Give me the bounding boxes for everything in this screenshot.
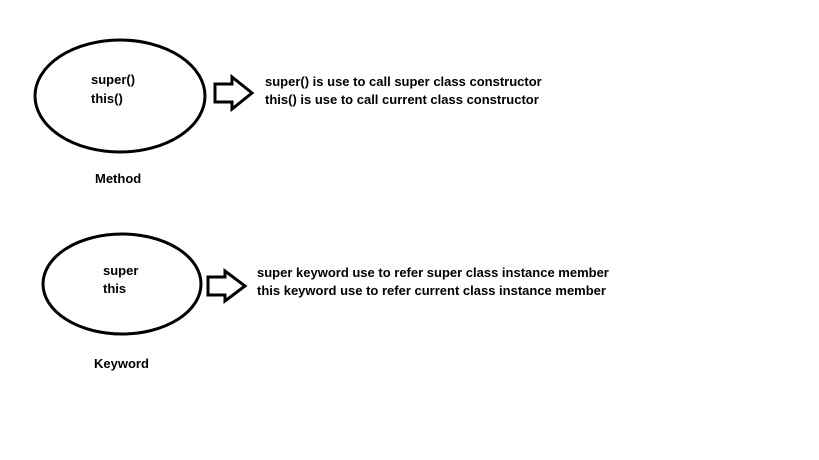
keyword-ellipse-line-this: this — [103, 281, 127, 296]
keyword-description-this: this keyword use to refer current class … — [257, 283, 606, 298]
method-caption: Method — [95, 171, 142, 186]
keyword-ellipse-line-super: super — [103, 263, 139, 278]
method-description-super: super() is use to call super class const… — [265, 74, 542, 89]
method-ellipse-line-super: super() — [91, 72, 136, 87]
method-arrow-icon — [213, 73, 255, 113]
method-description-this: this() is use to call current class cons… — [265, 92, 539, 107]
keyword-arrow-icon — [206, 268, 248, 304]
keyword-ellipse — [41, 232, 203, 336]
keyword-description-super: super keyword use to refer super class i… — [257, 265, 609, 280]
method-ellipse — [33, 38, 207, 154]
keyword-caption: Keyword — [94, 356, 149, 371]
method-ellipse-line-this: this() — [91, 91, 123, 106]
